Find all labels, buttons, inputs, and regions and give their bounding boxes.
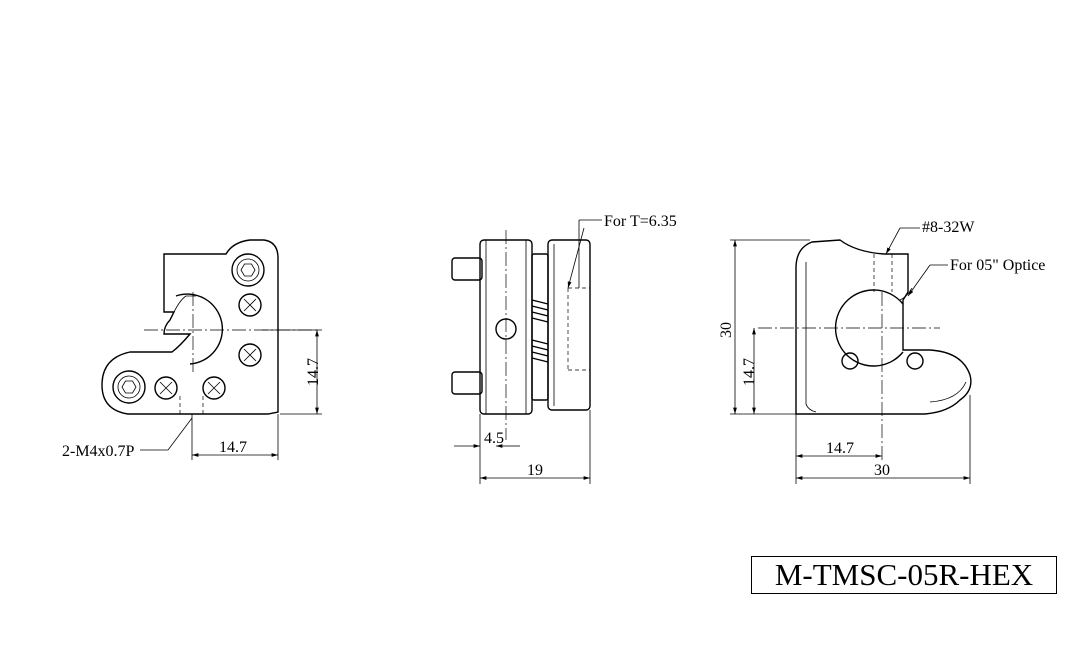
thread-callout: 2-M4x0.7P	[62, 443, 135, 460]
rear-view-body-outline	[795, 239, 972, 415]
side-view: For T=6.35 4.5 19	[451, 213, 677, 484]
optic-callout: For 05" Optice	[950, 257, 1045, 274]
side-view-pin-top	[451, 257, 483, 281]
hex-screw-icon	[112, 370, 146, 404]
phillips-screw-icon	[238, 343, 262, 367]
side-view-spacer	[531, 253, 549, 401]
rear-view: #8-32W For 05" Optice 30 14.7 14.7 30	[718, 219, 1045, 484]
screw-callout: #8-32W	[922, 219, 975, 236]
front-view-width-dimension: 14.7	[219, 439, 247, 456]
side-view-pin-bottom	[451, 371, 483, 395]
front-view-inner-edge	[173, 295, 196, 313]
side-view-spring	[531, 299, 549, 363]
rear-view-hole	[906, 352, 924, 370]
thread-callout-leader	[167, 417, 193, 451]
phillips-screw-icon	[154, 376, 178, 400]
front-view-height-dimension: 14.7	[305, 358, 322, 386]
phillips-screw-icon	[238, 293, 262, 317]
rear-view-total-width-dimension: 30	[874, 462, 890, 479]
rear-view-total-height-dimension: 30	[718, 322, 735, 338]
thickness-callout: For T=6.35	[604, 213, 677, 230]
rear-view-inner-edge	[805, 262, 817, 413]
side-view-retaining-plate	[547, 239, 591, 411]
front-view: 14.7 14.7 2-M4x0.7P	[62, 239, 322, 460]
rear-view-hole	[841, 352, 859, 370]
side-view-offset-dimension: 4.5	[484, 430, 504, 447]
hex-screw-icon	[231, 253, 265, 287]
rear-view-center-height-dimension: 14.7	[741, 358, 758, 386]
part-number-title-block: M-TMSC-05R-HEX	[751, 556, 1057, 594]
phillips-screw-icon	[202, 376, 226, 400]
front-view-body-outline	[101, 239, 279, 415]
front-view-optic-bore	[175, 293, 224, 365]
rear-view-center-width-dimension: 14.7	[826, 440, 854, 457]
side-view-depth-dimension: 19	[527, 462, 543, 479]
